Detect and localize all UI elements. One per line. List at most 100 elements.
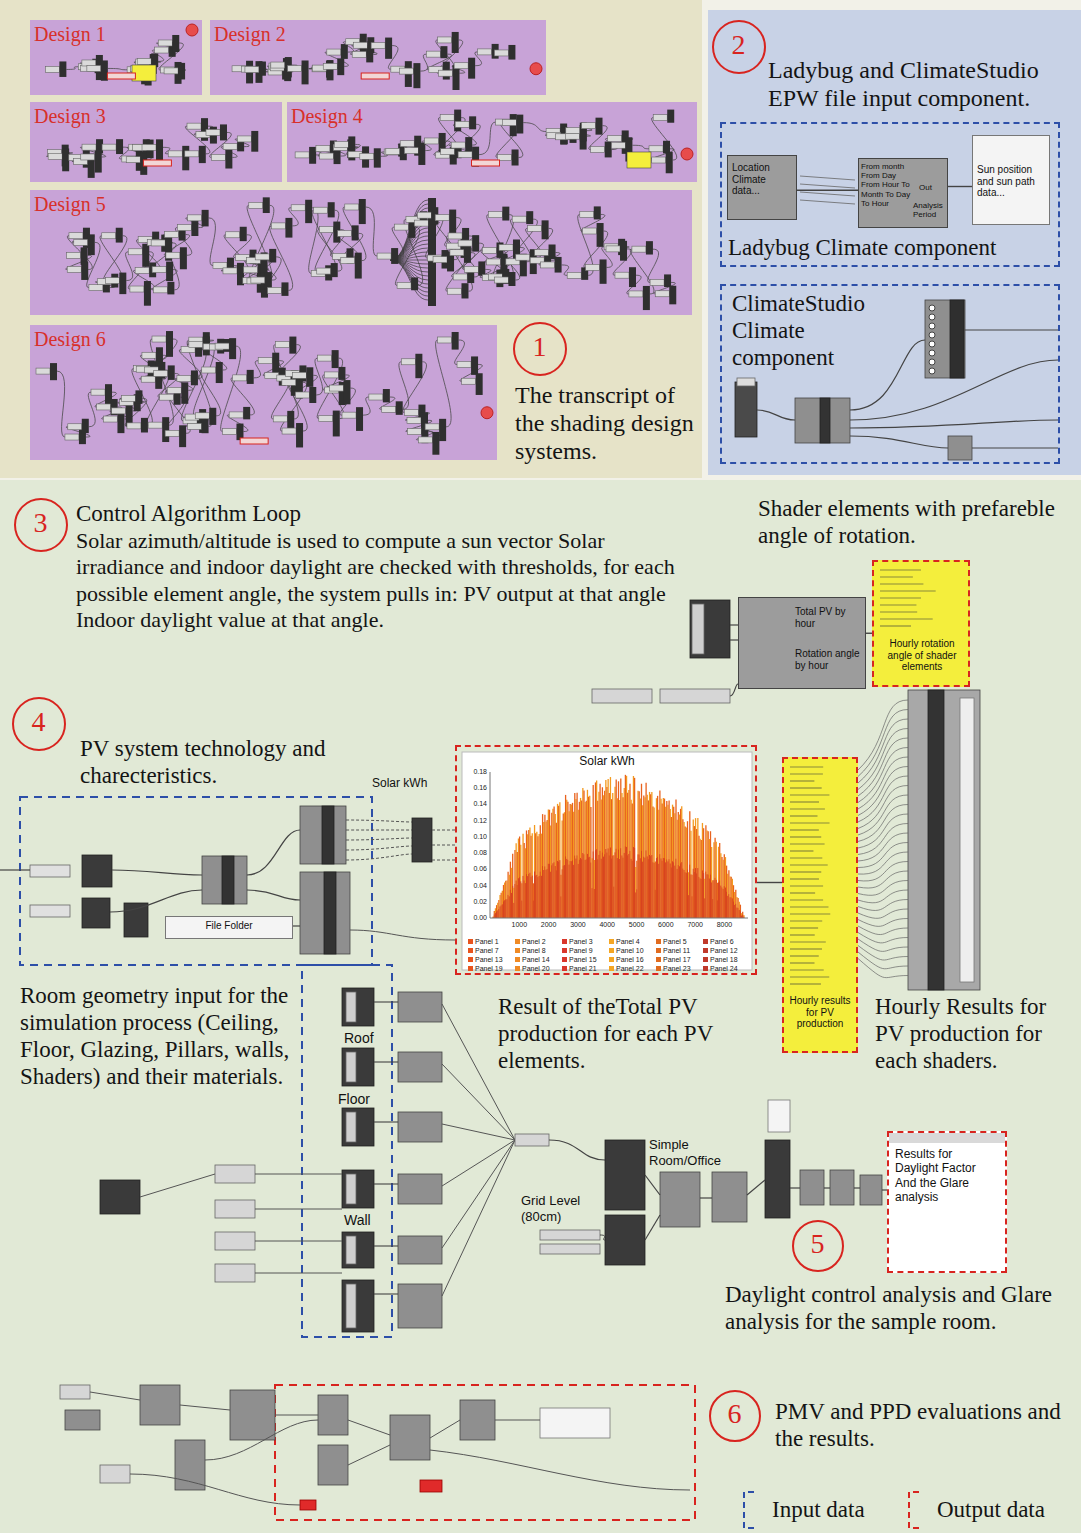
wire	[858, 710, 908, 777]
gh-component-symbol	[948, 436, 972, 460]
annotation-text-holder: Solar azimuth/altitude is used to comput…	[76, 528, 681, 634]
gh-component-symbol	[820, 398, 830, 443]
panel-region: The transcript of the shading design sys…	[0, 0, 702, 478]
wire	[523, 123, 546, 132]
gh-component-symbol	[215, 1264, 255, 1282]
chart-bar	[587, 790, 588, 918]
chart-bar	[690, 874, 691, 918]
legend-text: Panel 19	[475, 965, 515, 973]
wire	[858, 748, 908, 803]
gh-component-symbol	[346, 992, 356, 1022]
gh-component-symbol	[306, 367, 313, 387]
gh-param-symbol	[439, 70, 453, 76]
data-line	[790, 836, 821, 837]
chart-bar	[581, 859, 582, 918]
output-panel: Hourly rotation angle of shader elements	[872, 560, 970, 687]
gh-param-symbol	[87, 65, 101, 71]
gh-param-symbol	[486, 259, 500, 265]
chart-bar	[601, 799, 602, 918]
gh-param-symbol	[223, 268, 237, 274]
chart-bar	[671, 868, 672, 918]
gh-param-symbol	[135, 267, 149, 273]
wire	[858, 757, 908, 809]
chart-bar	[563, 814, 564, 919]
chart-bar	[690, 831, 691, 918]
gh-component-symbol	[180, 247, 187, 269]
wire	[108, 68, 127, 69]
wire	[858, 843, 908, 868]
gh-param-symbol	[65, 434, 79, 440]
chart-bar	[599, 784, 600, 918]
gh-component-symbol	[605, 1215, 645, 1265]
chart-bar	[536, 875, 537, 918]
gh-component-symbol	[669, 286, 676, 305]
gh-component: From month From Day From Hour To Month T…	[858, 158, 948, 228]
gh-param-symbol	[314, 207, 328, 213]
chart-bar	[526, 830, 527, 918]
gh-param-symbol	[591, 147, 605, 153]
wire	[275, 1415, 318, 1416]
node-text-holder: Location Climate data...	[732, 162, 794, 197]
chart-bar	[631, 859, 632, 918]
gh-param-symbol	[371, 43, 385, 49]
gh-param-symbol	[282, 428, 296, 434]
wire	[632, 145, 649, 149]
node-text-holder: Design 1	[34, 22, 134, 46]
legend-text-holder: Panel 23	[663, 965, 703, 973]
gh-param-symbol	[237, 136, 251, 142]
legend-text: Panel 12	[710, 947, 750, 955]
gh-param-symbol	[426, 51, 440, 57]
chart-bar	[719, 843, 720, 918]
gh-panel: File Folder	[165, 916, 293, 939]
chart-bar	[628, 854, 629, 918]
chart-bar	[723, 889, 724, 918]
gh-component-symbol	[391, 248, 398, 264]
wire	[600, 1235, 605, 1240]
annotation-text: PMV and PPD evaluations and the results.	[775, 1398, 1075, 1452]
gh-component-symbol	[737, 378, 755, 386]
chart-bar	[641, 851, 642, 918]
axis-tick-holder: 5000	[625, 921, 649, 929]
chart-bar	[724, 886, 725, 918]
data-line	[790, 969, 824, 970]
legend-text-holder: Output data	[937, 1496, 1077, 1523]
chart-bar	[665, 862, 666, 918]
legend-text-holder: Panel 17	[663, 956, 703, 964]
gh-component-symbol	[860, 1175, 882, 1205]
gh-param-symbol	[222, 429, 236, 435]
chart-bar	[571, 861, 572, 918]
chart-bar	[732, 879, 733, 918]
legend-sample	[744, 1492, 754, 1528]
gh-component-symbol	[420, 1480, 442, 1492]
chart-bar	[563, 866, 564, 918]
gh-component-symbol	[664, 274, 671, 287]
annotation-text-holder: Result of theTotal PV production for eac…	[498, 993, 763, 1074]
gh-component-symbol	[596, 118, 603, 135]
gh-component-symbol	[469, 116, 476, 129]
chart-bar	[665, 807, 666, 918]
gh-param-symbol	[151, 240, 165, 246]
annotation-text-holder: Room geometry input for the simulation p…	[20, 982, 296, 1091]
gh-component-symbol	[101, 60, 108, 80]
chart-bar	[697, 868, 698, 918]
chart-bar	[627, 855, 628, 918]
gh-param-symbol	[152, 336, 166, 342]
gh-component-symbol	[516, 115, 523, 134]
gh-param-symbol	[494, 277, 508, 283]
chart-bar	[647, 795, 648, 918]
gh-component-symbol	[712, 1172, 747, 1222]
chart-bar	[597, 801, 598, 918]
node-text: Hourly rotation angle of shader elements	[878, 638, 966, 673]
chart-bar	[645, 783, 646, 918]
gh-component-symbol	[412, 818, 432, 862]
gh-param-symbol	[629, 291, 643, 297]
legend-text-holder: Panel 24	[710, 965, 750, 973]
gh-component-symbol	[202, 418, 209, 433]
axis-tick: 0.04	[464, 882, 487, 890]
gh-param-symbol	[67, 266, 81, 272]
chart-bar	[674, 813, 675, 918]
chart-bar	[579, 860, 580, 918]
chart-bar	[663, 798, 664, 918]
chart-bar	[693, 869, 694, 918]
chart-bar	[497, 910, 498, 918]
